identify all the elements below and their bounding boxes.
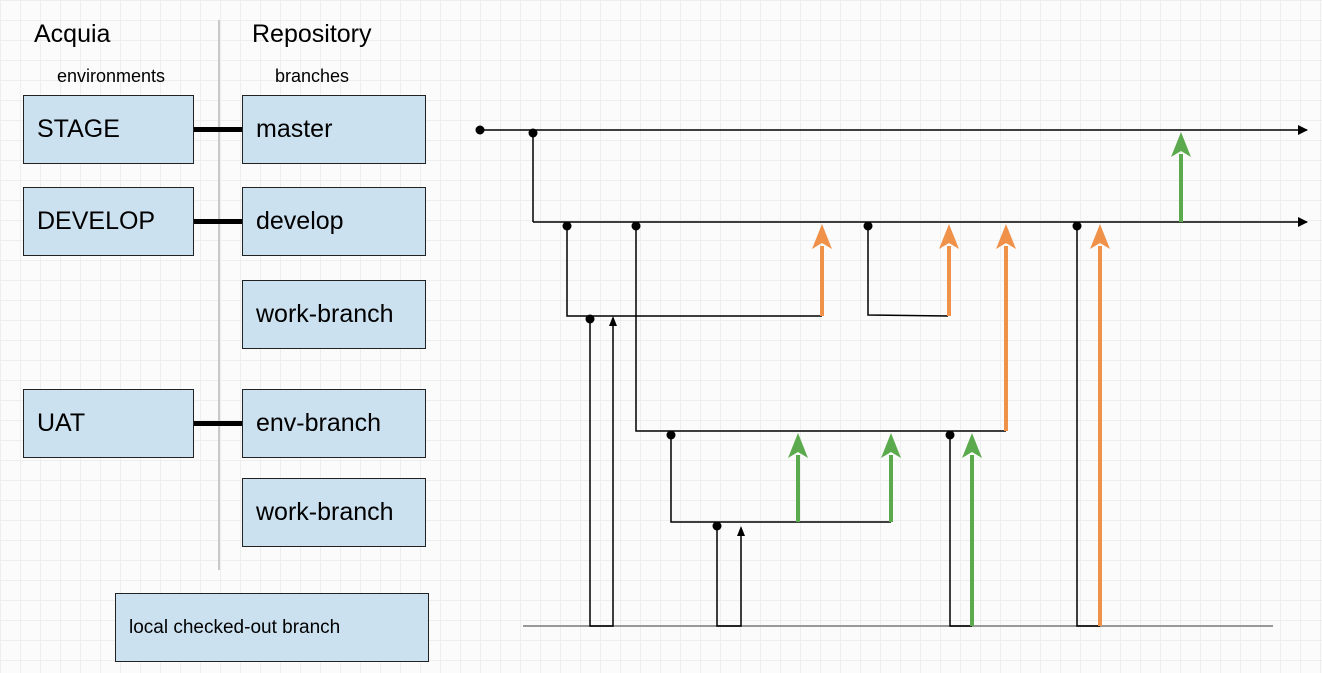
origin-dot-develop	[528, 128, 538, 138]
develop-develop-connector	[194, 219, 243, 224]
branch-box-master: master	[242, 95, 426, 164]
origin-dot-local-2	[712, 521, 722, 531]
local-checkout-loop-4	[1076, 226, 1100, 627]
uat-envbranch-connector	[194, 421, 243, 426]
work-branch-1-line	[566, 226, 822, 317]
branches-subheading: branches	[275, 66, 350, 86]
env-box-develop: DEVELOP	[23, 187, 194, 256]
origin-dot-local-4	[1072, 221, 1082, 231]
env-branch-line	[635, 226, 1006, 432]
local-checkin-arrow-2	[737, 526, 745, 536]
branch-box-work-branch-2: work-branch	[242, 478, 426, 547]
origin-dot-master	[475, 125, 485, 135]
repository-heading: Repository	[252, 20, 372, 48]
orange-merge-arrows	[812, 224, 1110, 626]
legend-box-local-branch: local checked-out branch	[115, 593, 429, 662]
stage-master-connector	[194, 127, 243, 132]
branch-box-env-branch: env-branch	[242, 389, 426, 458]
acquia-heading: Acquia	[34, 20, 111, 48]
branch-box-develop: develop	[242, 187, 426, 256]
origin-dot-work-3	[863, 221, 873, 231]
work-branch-2-line	[670, 435, 891, 523]
local-checkout-loop-2	[716, 526, 742, 627]
column-divider	[218, 20, 220, 570]
environments-subheading: environments	[57, 66, 166, 86]
work-branch-3-line	[867, 226, 949, 317]
origin-dot-work-1	[562, 221, 572, 231]
origin-dot-local-3	[945, 430, 955, 440]
env-box-stage: STAGE	[23, 95, 194, 164]
local-checkout-loop-3	[949, 435, 972, 627]
origin-dot-env	[631, 221, 641, 231]
origin-dot-local-1	[585, 314, 595, 324]
local-checkout-loop-1	[589, 319, 614, 627]
green-merge-arrows	[788, 132, 1191, 626]
env-box-uat: UAT	[23, 389, 194, 458]
branch-box-work-branch: work-branch	[242, 280, 426, 349]
local-checkin-arrow-1	[609, 316, 617, 326]
origin-dot-work-2	[666, 430, 676, 440]
